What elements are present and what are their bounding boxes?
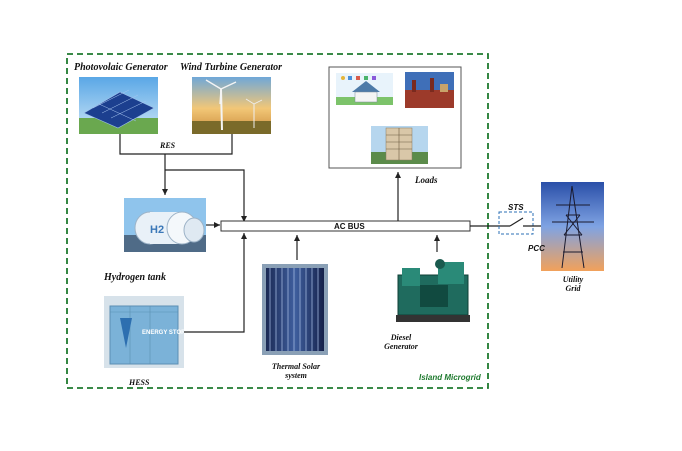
loads-label: Loads [415, 175, 438, 185]
hess-to-bus-arrow [184, 233, 247, 333]
diesel-generator-label-line2: Generator [384, 342, 418, 351]
thermal-solar-image [262, 264, 328, 355]
utility-grid-label-line2: Grid [565, 284, 581, 293]
ac-bus-label: AC BUS [334, 222, 365, 231]
wind-turbine-image [192, 77, 271, 134]
res-to-bus-arrow [165, 169, 247, 222]
wind-generator-label: Wind Turbine Generator [180, 62, 283, 73]
house-image [336, 73, 393, 105]
photovoltaic-image [79, 77, 158, 134]
hydrogen-tank-image [124, 198, 206, 252]
sts-label: STS [508, 203, 524, 212]
utility-grid-image [541, 182, 604, 271]
factory-image [405, 72, 454, 108]
res-connector [119, 134, 233, 155]
thermal-solar-label-line1: Thermal Solar [271, 362, 321, 371]
building-image [371, 126, 428, 164]
utility-grid-label-line1: Utility [562, 275, 584, 284]
utility-grid-label: Utility Grid [551, 275, 595, 293]
h2-image-text: H2 [150, 224, 164, 236]
pv-generator-label: Photovolaic Generator [74, 62, 168, 73]
diesel-generator-image [392, 255, 476, 328]
pcc-label: PCC [528, 244, 545, 253]
sts-box [498, 211, 534, 235]
thermal-solar-label: Thermal Solar system [266, 362, 326, 380]
energy-storage-image-text: ENERGY STORAGE [142, 330, 198, 336]
diesel-generator-label: Diesel Generator [377, 333, 425, 351]
thermal-solar-label-line2: system [285, 371, 307, 380]
pcc-switch [509, 217, 545, 227]
hess-image [104, 296, 184, 368]
island-microgrid-label: Island Microgrid [419, 373, 481, 382]
diesel-generator-label-line1: Diesel [390, 333, 412, 342]
res-label: RES [160, 141, 176, 150]
hess-label: HESS [129, 378, 150, 387]
hydrogen-tank-label: Hydrogen tank [104, 272, 166, 283]
island-microgrid-border [66, 53, 489, 389]
